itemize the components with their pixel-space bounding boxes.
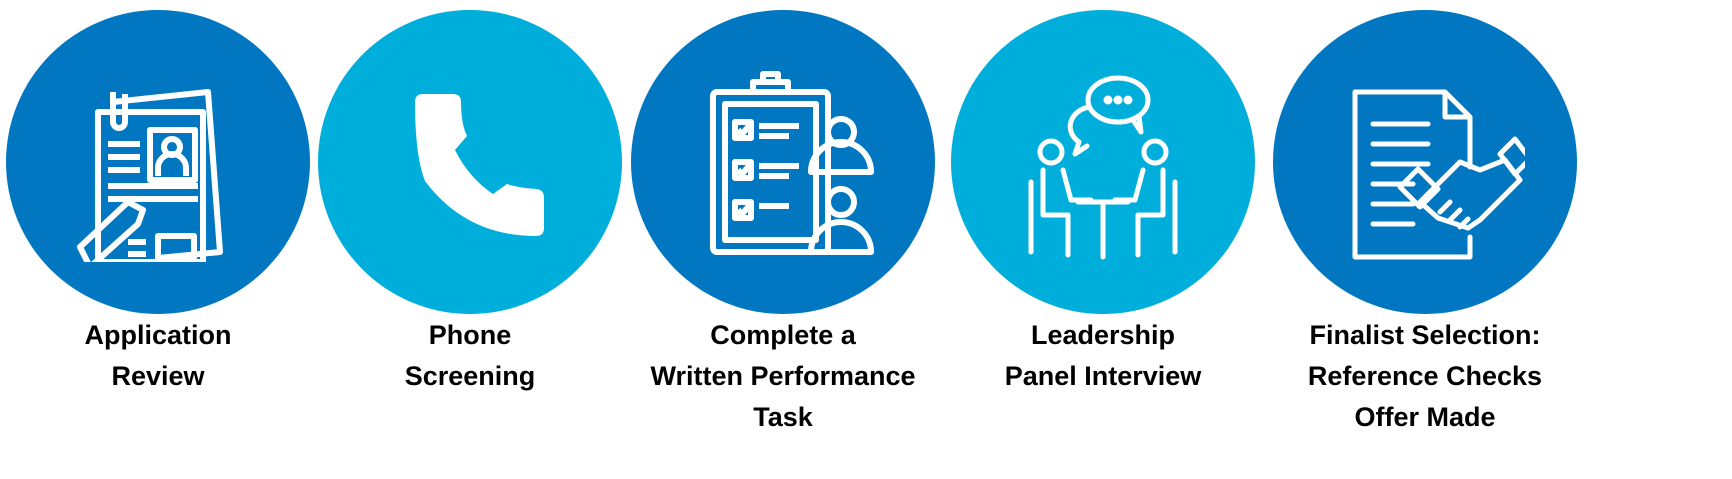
step-circle bbox=[1273, 10, 1577, 314]
phone-icon bbox=[415, 94, 544, 236]
label-line: Screening bbox=[404, 361, 536, 391]
step-label: Phone Screening bbox=[300, 315, 640, 397]
step-label: Finalist Selection: Reference Checks Off… bbox=[1255, 315, 1595, 438]
step-circle bbox=[318, 10, 622, 314]
step-panel-interview: Leadership Panel Interview bbox=[933, 0, 1273, 479]
label-line: Application bbox=[84, 320, 232, 350]
label-line: Complete a bbox=[710, 320, 856, 350]
step-finalist-selection: Finalist Selection: Reference Checks Off… bbox=[1255, 0, 1595, 479]
label-line: Panel Interview bbox=[1004, 361, 1202, 391]
resume-document-icon bbox=[77, 89, 223, 262]
label-line: Task bbox=[753, 402, 813, 432]
label-line: Finalist Selection: bbox=[1309, 320, 1541, 350]
label-line: Phone bbox=[428, 320, 512, 350]
label-line: Review bbox=[111, 361, 205, 391]
step-circle bbox=[951, 10, 1255, 314]
step-phone-screening: Phone Screening bbox=[300, 0, 640, 479]
checklist-task-icon bbox=[710, 71, 874, 255]
contract-handshake-icon bbox=[1352, 89, 1525, 260]
step-circle bbox=[6, 10, 310, 314]
label-line: Reference Checks bbox=[1307, 361, 1543, 391]
panel-interview-icon bbox=[1028, 75, 1178, 260]
step-written-task: Complete a Written Performance Task bbox=[613, 0, 953, 479]
step-label: Application Review bbox=[0, 315, 328, 397]
label-line: Written Performance bbox=[650, 361, 916, 391]
step-label: Complete a Written Performance Task bbox=[613, 315, 953, 438]
step-label: Leadership Panel Interview bbox=[933, 315, 1273, 397]
step-application-review: Application Review bbox=[0, 0, 328, 479]
label-line: Offer Made bbox=[1354, 402, 1496, 432]
step-circle bbox=[631, 10, 935, 314]
label-line: Leadership bbox=[1030, 320, 1176, 350]
